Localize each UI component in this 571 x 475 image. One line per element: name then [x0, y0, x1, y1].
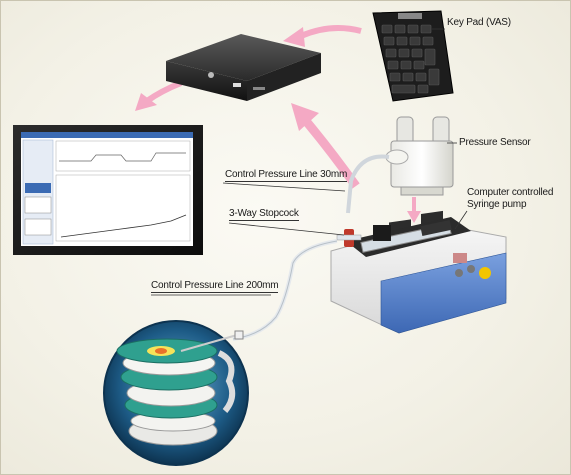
- flow-arrow-pc-to-monitor: [135, 80, 183, 111]
- pressure-sensor-icon: [385, 116, 454, 196]
- mini-pc-icon: [166, 34, 321, 101]
- monitor-screen-icon: [13, 125, 203, 255]
- flow-arrow-sensor-to-pump: [407, 197, 421, 223]
- spine-discography-icon: [103, 320, 249, 466]
- leader-control-line-30: [222, 182, 346, 192]
- label-pump-line1: Computer controlled: [467, 187, 554, 198]
- label-control-line-200: Control Pressure Line 200mm: [151, 280, 279, 293]
- syringe-pump-icon: [330, 210, 507, 334]
- flow-arrow-keypad-to-pc: [283, 24, 362, 47]
- label-keypad: Key Pad (VAS): [447, 17, 511, 28]
- label-control-line-30: Control Pressure Line 30mm: [225, 169, 348, 182]
- label-pump-line2: Syringe pump: [467, 199, 527, 210]
- keypad-icon: [372, 10, 454, 102]
- leader-stopcock: [228, 222, 345, 236]
- label-stopcock: 3-Way Stopcock: [229, 208, 299, 221]
- pressure-line-30mm: [346, 154, 390, 214]
- label-pressure-sensor: Pressure Sensor: [459, 137, 531, 148]
- leader-syringe-pump: [454, 210, 468, 230]
- stopcock-icon: [336, 229, 362, 247]
